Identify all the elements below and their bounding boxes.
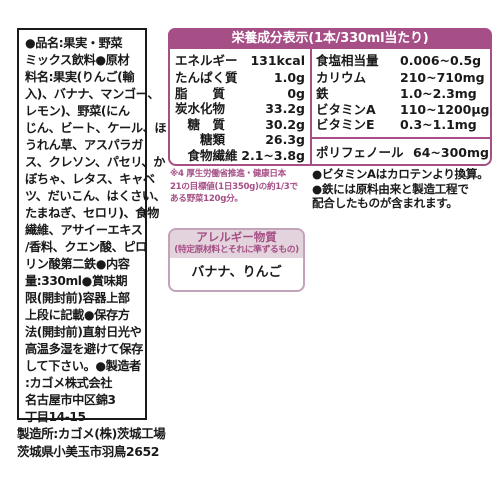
footer-line: 茨城県小美玉市羽鳥2652 bbox=[17, 444, 160, 459]
nutrient-label: 炭水化物 bbox=[175, 101, 226, 116]
note-line: 配合したものが含まれます。 bbox=[312, 196, 458, 210]
nutrient-value: 0.006~0.5g bbox=[400, 53, 482, 68]
nutrient-label: 糖類 bbox=[175, 132, 226, 147]
nutrient-label: カリウム bbox=[316, 70, 367, 85]
note-line: 21の目標値(1日350g)の約1/3で bbox=[170, 181, 298, 192]
ingredients-line: 入)、バナナ、マンゴー、 bbox=[25, 87, 160, 101]
allergy-subtitle: (特定原材料とそれに準ずるもの) bbox=[174, 245, 299, 255]
ingredients-line: ツ、だいこん、はくさい、 bbox=[25, 189, 166, 203]
ingredients-line: 法(開封前)直射日光や bbox=[25, 325, 142, 339]
ingredients-line: 名古屋市中区錦3 bbox=[25, 393, 116, 407]
ingredients-line: 上段に記載●保存方 bbox=[25, 308, 130, 322]
note-line: ●鉄には原料由来と製造工程で bbox=[312, 181, 469, 196]
nutrient-label: 食塩相当量 bbox=[316, 53, 379, 68]
allergy-value: バナナ、りんご bbox=[191, 265, 282, 280]
nutrient-label: エネルギー bbox=[175, 53, 238, 68]
nutrient-value: 1.0~2.3mg bbox=[400, 86, 477, 101]
ingredients-line: 量:330ml●賞味期 bbox=[25, 274, 128, 288]
nutrient-label: 食物繊維 bbox=[175, 148, 238, 163]
nutrient-value: 1.0g bbox=[273, 70, 305, 85]
ingredients-line: リン酸第二鉄●内容 bbox=[25, 257, 130, 271]
ingredients-line: ●品名:果実・野菜 bbox=[25, 36, 123, 50]
nutrient-value: 210~710mg bbox=[400, 70, 485, 85]
polyphenol-separator bbox=[311, 137, 490, 139]
ingredients-line: たまねぎ、セロリ)、食物 bbox=[25, 206, 159, 220]
ingredients-box bbox=[17, 28, 147, 420]
nutrient-value: 26.3g bbox=[265, 132, 305, 147]
ingredients-line: うれん草、アスパラガ bbox=[25, 138, 143, 152]
ingredients-line: 丁目14-15 bbox=[25, 410, 86, 424]
allergy-title: アレルギー物質 bbox=[196, 230, 277, 244]
ingredients-line: ス、クレソン、パセリ、か bbox=[25, 155, 165, 169]
manufacturer-footer: 製造所:カゴメ(株)茨城工場茨城県小美玉市羽鳥2652 bbox=[17, 425, 166, 461]
ingredients-line: :カゴメ株式会社 bbox=[25, 376, 112, 390]
vegetable-note: ※4 厚生労働省推進・健康日本 21の目標値(1日350g)の約1/3である野菜1… bbox=[170, 168, 330, 206]
nutrition-title: 栄養成分表示(1本/330ml当たり) bbox=[168, 28, 492, 49]
nutrition-column-divider bbox=[310, 49, 312, 166]
ingredients-line: 繊維、アサイーエキス bbox=[25, 223, 143, 237]
allergy-box bbox=[168, 228, 305, 292]
ingredients-line: ぼちゃ、レタス、キャベ bbox=[25, 172, 155, 186]
ingredients-line: レモン)、野菜(にん bbox=[25, 104, 130, 118]
nutrient-value: 110~1200μg bbox=[400, 102, 490, 117]
nutrient-value: 0.3~1.1mg bbox=[400, 117, 477, 132]
polyphenol-label: ポリフェノール bbox=[316, 145, 404, 160]
ingredients-line: 限(開封前)容器上部 bbox=[25, 291, 130, 305]
allergy-header bbox=[170, 230, 303, 258]
nutrient-label: 鉄 bbox=[316, 86, 329, 101]
note-line: ある野菜120g分。 bbox=[170, 194, 243, 204]
nutrient-value: 2.1~3.8g bbox=[241, 148, 305, 163]
ingredients-line: /香料、クエン酸、ピロ bbox=[25, 240, 147, 254]
nutrient-label: 糖 質 bbox=[175, 117, 226, 132]
ingredients-line: 高温多湿を避けて保存 bbox=[25, 342, 143, 356]
nutrient-value: 33.2g bbox=[265, 101, 305, 116]
ingredients-line: じん、ビート、ケール、ほ bbox=[25, 121, 167, 135]
footer-line: 製造所:カゴメ(株)茨城工場 bbox=[17, 426, 166, 441]
ingredients-text: ●品名:果実・野菜ミックス飲料●原材料名:果実(りんご(輸入)、バナナ、マンゴー… bbox=[25, 35, 167, 426]
nutrient-value: 0g bbox=[287, 86, 305, 101]
ingredients-line: ミックス飲料●原材 bbox=[25, 53, 130, 67]
nutrient-label: たんぱく質 bbox=[175, 70, 238, 85]
nutrient-label: ビタミンE bbox=[316, 117, 375, 132]
polyphenol-value: 64~300mg bbox=[413, 145, 489, 160]
nutrient-value: 30.2g bbox=[265, 117, 305, 132]
nutrient-label: 脂 質 bbox=[175, 86, 226, 101]
ingredients-line: して下さい。●製造者 bbox=[25, 359, 141, 373]
nutrient-label: ビタミンA bbox=[316, 102, 376, 117]
note-line: ●ビタミンAはカロテンより換算。 bbox=[312, 167, 489, 181]
note-line: ※4 厚生労働省推進・健康日本 bbox=[170, 169, 286, 179]
vitamin-iron-note: ●ビタミンAはカロテンより換算。●鉄には原料由来と製造工程で配合したものが含まれ… bbox=[312, 167, 497, 211]
nutrient-value: 131kcal bbox=[250, 53, 305, 68]
ingredients-line: 料名:果実(りんご(輸 bbox=[25, 70, 135, 84]
